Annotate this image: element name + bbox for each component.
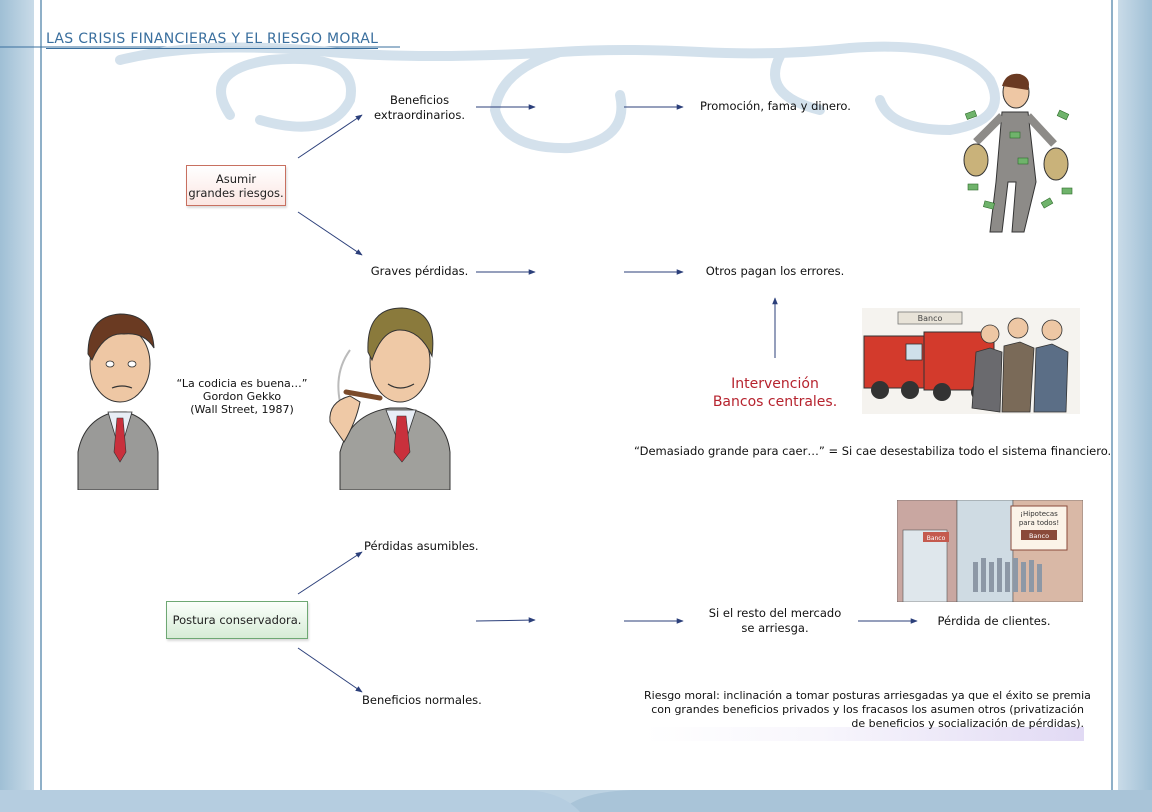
bank-sign-top: Banco [918,314,943,323]
poster-line2: para todos! [1019,519,1059,527]
quote-line3: (Wall Street, 1987) [190,403,294,416]
poster-line1: ¡Hipotecas [1020,510,1058,518]
intervention-line2: Bancos centrales. [712,394,838,410]
others-pay-label: Otros pagan los errores. [705,264,845,278]
moral-hazard-line3: de beneficios y socialización de pérdida… [851,717,1084,730]
gekko-illustration [329,307,451,490]
businessman-illustration [77,313,159,490]
serious-losses-label: Graves pérdidas. [370,264,469,278]
extraordinary-line1: Beneficios [389,93,450,107]
market-risk-line2: se arriesga. [741,621,809,635]
page-title: LAS CRISIS FINANCIERAS Y EL RIESGO MORAL [46,31,379,49]
quote-line1: “La codicia es buena…” [176,377,308,390]
too-big-to-fail-label: “Demasiado grande para caer…” = Si cae d… [634,444,1112,458]
street-bank-sign: Banco [927,535,946,542]
intervention-label: Intervención Bancos centrales. [700,375,850,411]
conservative-box: Postura conservadora. [166,601,308,639]
extraordinary-benefits-label: Beneficios extraordinarios. [372,93,467,123]
intervention-line1: Intervención [731,376,819,392]
moral-hazard-line2: con grandes beneficios privados y los fr… [651,703,1084,716]
arrow-to-extraordinary [297,114,363,159]
promotion-label: Promoción, fama y dinero. [700,99,851,113]
normal-benefits-label: Beneficios normales. [362,693,482,707]
arrow-to-acceptable [297,551,363,595]
risk-box-line2: grandes riesgos. [188,185,284,200]
market-risk-line1: Si el resto del mercado [708,606,842,620]
poster-bank: Banco [1029,532,1049,540]
arrow-conservative-1 [475,617,536,623]
rich-man-illustration [963,73,1073,233]
risk-box-line1: Asumir [215,171,257,186]
risk-box: Asumir grandes riesgos. [186,165,286,206]
arrow-to-normal [297,647,363,693]
acceptable-losses-label: Pérdidas asumibles. [364,539,479,553]
moral-hazard-line1: Riesgo moral: inclinación a tomar postur… [644,689,1091,702]
extraordinary-line2: extraordinarios. [374,108,465,122]
moral-hazard-definition: Riesgo moral: inclinación a tomar postur… [644,689,1091,741]
mortgage-street-illustration: Banco ¡Hipotecas para todos! Banco [897,500,1083,602]
gekko-quote: “La codicia es buena…” Gordon Gekko (Wal… [172,377,312,416]
client-loss-label: Pérdida de clientes. [937,614,1051,628]
arrow-to-serious-losses [297,211,363,256]
bank-scene-illustration: Banco [862,308,1080,414]
market-risk-label: Si el resto del mercado se arriesga. [700,606,850,636]
quote-line2: Gordon Gekko [202,390,282,403]
